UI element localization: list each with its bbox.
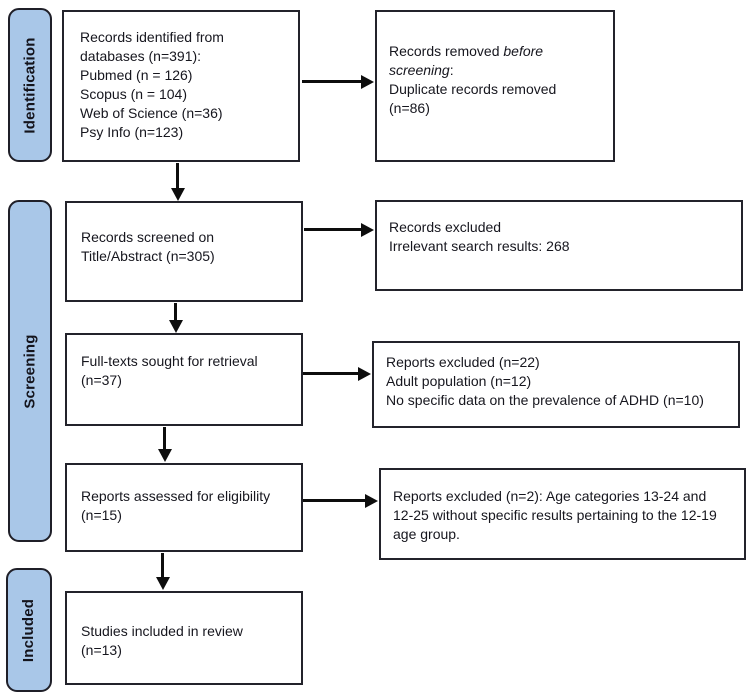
box-records-identified-line: Pubmed (n = 126)	[80, 67, 193, 83]
stage-label-screening: Screening	[8, 200, 52, 542]
arrow-identified-to-removed	[302, 74, 374, 89]
arrow-screened-to-fulltexts	[168, 303, 183, 333]
box-reports-excluded-eligibility-line: 12-25 without specific results pertainin…	[393, 507, 717, 523]
box-reports-assessed: Reports assessed for eligibility (n=15)	[65, 463, 303, 552]
stage-label-identification: Identification	[8, 8, 52, 162]
removed-heading-prefix: Records removed	[389, 43, 504, 59]
box-reports-excluded-fulltext-line: No specific data on the prevalence of AD…	[386, 392, 704, 408]
box-fulltexts-sought-line: (n=37)	[81, 372, 122, 388]
box-reports-assessed-line: (n=15)	[81, 507, 122, 523]
box-reports-excluded-eligibility-line: Reports excluded (n=2): Age categories 1…	[393, 488, 707, 504]
box-reports-excluded-eligibility-line: age group.	[393, 526, 460, 542]
arrow-screened-to-excluded	[304, 222, 374, 237]
box-records-removed-line: Duplicate records removed	[389, 81, 557, 97]
stage-label-included-text: Included	[20, 598, 38, 662]
arrow-assessed-to-included	[155, 553, 170, 590]
box-records-removed-before-screening: Records removed before screening: Duplic…	[375, 10, 615, 162]
box-records-screened: Records screened on Title/Abstract (n=30…	[65, 201, 303, 302]
box-reports-assessed-line: Reports assessed for eligibility	[81, 488, 271, 504]
box-records-screened-line: Records screened on	[81, 229, 215, 245]
box-reports-excluded-fulltext-line: Adult population (n=12)	[386, 373, 532, 389]
box-records-identified-line: Records identified from	[80, 29, 224, 45]
box-records-identified-line: Web of Science (n=36)	[80, 105, 223, 121]
box-records-removed-heading: Records removed before screening:	[389, 42, 574, 80]
box-records-excluded-line: Records excluded	[389, 219, 502, 235]
box-studies-included-line: Studies included in review	[81, 623, 243, 639]
box-reports-excluded-eligibility: Reports excluded (n=2): Age categories 1…	[379, 468, 746, 560]
box-fulltexts-sought-line: Full-texts sought for retrieval	[81, 353, 258, 369]
box-reports-excluded-fulltext-line: Reports excluded (n=22)	[386, 354, 540, 370]
removed-heading-suffix: :	[449, 62, 454, 78]
arrow-fulltexts-to-excluded	[303, 366, 371, 381]
box-records-identified-line: Scopus (n = 104)	[80, 86, 188, 102]
box-records-identified-line: Psy Info (n=123)	[80, 124, 184, 140]
box-studies-included-line: (n=13)	[81, 642, 122, 658]
box-fulltexts-sought: Full-texts sought for retrieval (n=37)	[65, 333, 303, 426]
box-records-excluded-line: Irrelevant search results: 268	[389, 238, 570, 254]
box-records-identified: Records identified from databases (n=391…	[62, 10, 300, 162]
removed-heading-italic: before screening	[389, 43, 544, 78]
arrow-identified-to-screened	[170, 163, 185, 201]
box-studies-included: Studies included in review (n=13)	[65, 591, 303, 685]
box-records-removed-line: (n=86)	[389, 100, 430, 116]
stage-label-included: Included	[6, 568, 52, 692]
box-records-screened-line: Title/Abstract (n=305)	[81, 248, 215, 264]
box-records-excluded: Records excluded Irrelevant search resul…	[375, 200, 743, 291]
box-records-identified-line: databases (n=391):	[80, 48, 202, 64]
stage-label-screening-text: Screening	[21, 333, 39, 409]
box-reports-excluded-fulltext: Reports excluded (n=22) Adult population…	[372, 341, 740, 428]
arrow-assessed-to-excluded	[303, 493, 378, 508]
arrow-fulltexts-to-assessed	[157, 427, 172, 462]
stage-label-identification-text: Identification	[21, 36, 39, 134]
